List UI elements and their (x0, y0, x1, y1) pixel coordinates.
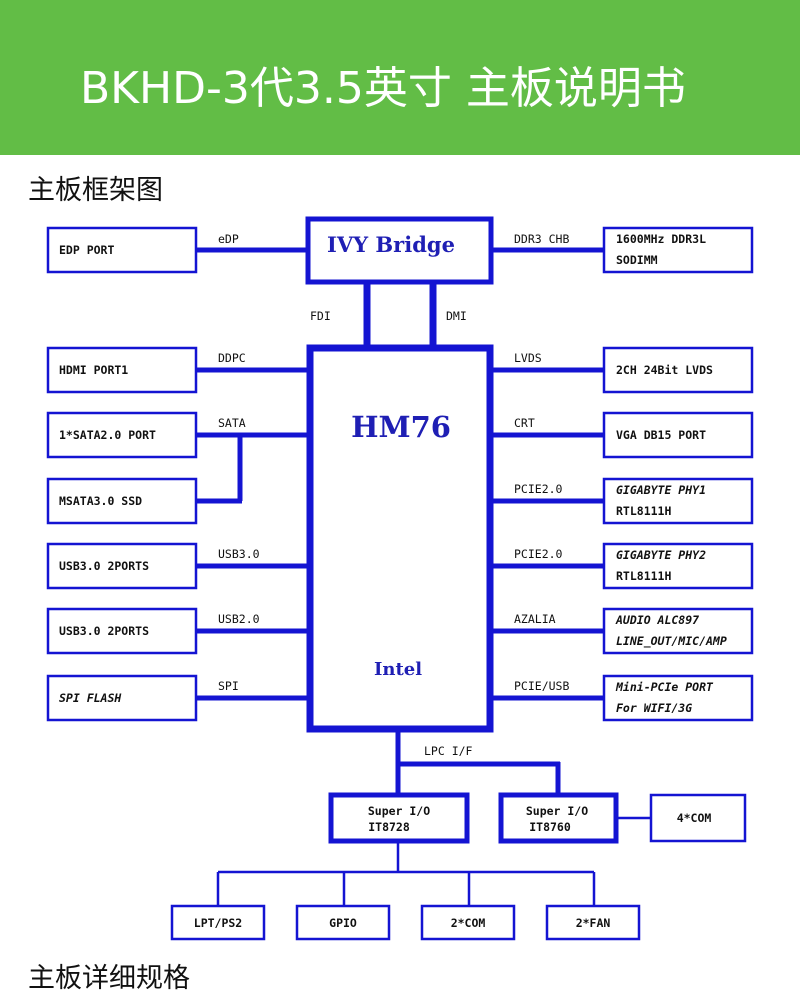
mpcie-line2: For WIFI/3G (616, 701, 692, 715)
ddpc-label: DDPC (218, 351, 246, 365)
lpt-box (170, 904, 266, 941)
phy1-line1: GIGABYTE PHY1 (616, 483, 706, 497)
ddr3-label: DDR3 CHB (514, 232, 569, 246)
pch-label: HM76 (351, 410, 451, 444)
dmi-label: DMI (446, 309, 467, 323)
fan-text: 2*FAN (576, 916, 611, 930)
pch-brand-label: Intel (374, 659, 422, 680)
sata-label: SATA (218, 416, 246, 430)
section-title-specs: 主板详细规格 (28, 963, 190, 994)
edp-label: eDP (218, 232, 239, 246)
com2-text: 2*COM (451, 916, 486, 930)
ddr-line2: SODIMM (616, 253, 658, 267)
lvds-text: 2CH 24Bit LVDS (616, 363, 713, 377)
usb3-ports-text: USB3.0 2PORTS (59, 559, 149, 573)
lvds-label: LVDS (514, 351, 542, 365)
pcie1-label: PCIE2.0 (514, 482, 563, 496)
superio-b-line1: Super I/O (526, 804, 588, 818)
usb2-ports-text: USB3.0 2PORTS (59, 624, 149, 638)
fan-box (545, 904, 641, 941)
section-title-framework: 主板框架图 (28, 175, 163, 206)
lpc-label: LPC I/F (424, 744, 473, 758)
phy2-line2: RTL8111H (616, 569, 671, 583)
usb2-label: USB2.0 (218, 612, 260, 626)
pcieusb-label: PCIE/USB (514, 679, 569, 693)
superio-a-line2: IT8728 (368, 820, 410, 834)
cpu-label: IVY Bridge (327, 232, 455, 257)
msata-text: MSATA3.0 SSD (59, 494, 142, 508)
phy1-line2: RTL8111H (616, 504, 671, 518)
spi-label: SPI (218, 679, 239, 693)
superio-b-box (498, 792, 619, 844)
header-banner: BKHD-3代3.5英寸 主板说明书 (0, 0, 800, 155)
audio-line1: AUDIO ALC897 (615, 613, 699, 627)
hdmi-port-text: HDMI PORT1 (59, 363, 128, 377)
page-title: BKHD-3代3.5英寸 主板说明书 (80, 63, 686, 114)
fdi-label: FDI (310, 309, 331, 323)
lpt-text: LPT/PS2 (194, 916, 242, 930)
azalia-label: AZALIA (514, 612, 556, 626)
superio-b-line2: IT8760 (529, 820, 571, 834)
sata-port-text: 1*SATA2.0 PORT (59, 428, 156, 442)
usb3-label: USB3.0 (218, 547, 260, 561)
spi-flash-text: SPI FLASH (59, 691, 121, 705)
com4-text: 4*COM (677, 811, 712, 825)
com2-box (420, 904, 516, 941)
gpio-box (295, 904, 391, 941)
crt-label: CRT (514, 416, 535, 430)
vga-text: VGA DB15 PORT (616, 428, 706, 442)
mpcie-line1: Mini-PCIe PORT (615, 680, 714, 694)
edp-port-text: EDP PORT (59, 243, 114, 257)
pcie2-label: PCIE2.0 (514, 547, 563, 561)
phy2-line1: GIGABYTE PHY2 (616, 548, 706, 562)
superio-a-box (328, 792, 470, 844)
audio-line2: LINE_OUT/MIC/AMP (616, 634, 727, 649)
gpio-text: GPIO (329, 916, 357, 930)
ddr-line1: 1600MHz DDR3L (616, 232, 706, 246)
superio-a-line1: Super I/O (368, 804, 430, 818)
